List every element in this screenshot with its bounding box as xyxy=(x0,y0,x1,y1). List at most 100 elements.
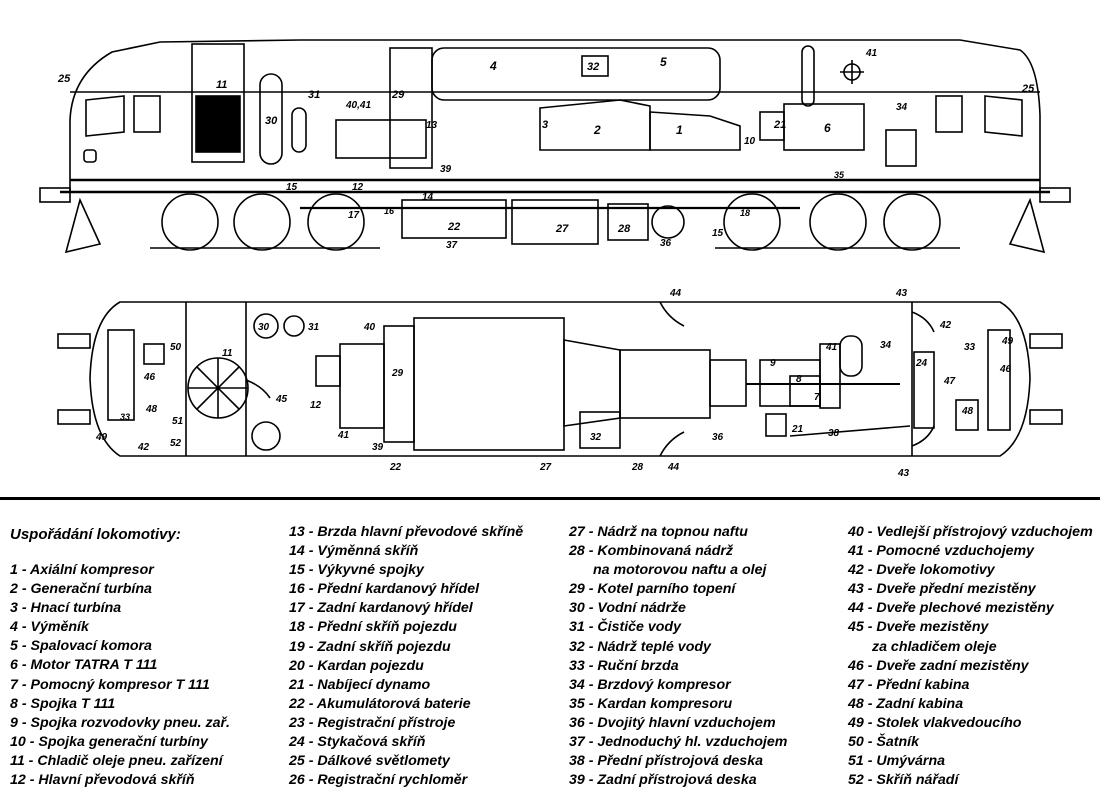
top-label: 34 xyxy=(880,340,892,351)
legend-item: 15 - Výkyvné spojky xyxy=(289,562,424,579)
legend-item: 46 - Dveře zadní mezistěny xyxy=(848,657,1029,674)
top-label: 27 xyxy=(539,462,552,473)
side-label: 34 xyxy=(896,102,908,113)
side-label: 25 xyxy=(1021,83,1035,95)
legend-column-2: 13 - Brzda hlavní převodové skříně 14 - … xyxy=(289,523,523,790)
legend-item: 40 - Vedlejší přístrojový vzduchojem xyxy=(848,524,1093,540)
side-label: 25 xyxy=(57,73,71,85)
side-label: 18 xyxy=(740,208,750,218)
legend-item: 29 - Kotel parního topení xyxy=(569,581,736,598)
legend-item: 43 - Dveře přední mezistěny xyxy=(848,581,1036,598)
legend-item: 44 - Dveře plechové mezistěny xyxy=(848,600,1054,617)
top-label: 12 xyxy=(310,400,322,411)
side-label: 29 xyxy=(391,89,405,101)
legend-item: 27 - Nádrž na topnou naftu xyxy=(569,524,748,540)
legend-item: 25 - Dálkové světlomety xyxy=(289,753,450,770)
top-label: 9 xyxy=(770,358,776,369)
legend-item: 8 - Spojka T 111 xyxy=(10,695,116,712)
top-label: 42 xyxy=(137,442,150,453)
legend-item: 31 - Čističe vody xyxy=(569,619,681,636)
legend-item: 45 - Dveře mezistěny xyxy=(848,619,989,636)
legend-item: 10 - Spojka generační turbíny xyxy=(10,733,208,750)
top-label: 36 xyxy=(712,432,724,443)
side-label: 16 xyxy=(384,206,395,216)
legend-item: 24 - Stykačová skříň xyxy=(289,734,426,751)
top-label: 30 xyxy=(258,322,270,333)
legend-item: 5 - Spalovací komora xyxy=(10,638,152,655)
legend-item: 14 - Výměnná skříň xyxy=(289,543,419,560)
top-body-outline xyxy=(89,301,1031,457)
legend-item: 37 - Jednoduchý hl. vzduchojem xyxy=(569,734,788,751)
legend-column-3: 27 - Nádrž na topnou naftu 28 - Kombinov… xyxy=(569,523,787,790)
top-label: 46 xyxy=(143,372,156,383)
side-label: 4 xyxy=(489,59,497,73)
legend-item: 49 - Stolek vlakvedoucího xyxy=(848,714,1022,731)
top-label: 22 xyxy=(389,462,402,473)
side-label: 36 xyxy=(660,238,672,249)
legend-item: 51 - Umývárna xyxy=(848,753,945,770)
divider xyxy=(0,497,1100,500)
top-label: 33 xyxy=(964,342,976,353)
side-label: 32 xyxy=(587,61,599,73)
legend-item: 23 - Registrační přístroje xyxy=(289,714,456,731)
top-label: 11 xyxy=(222,348,233,359)
legend-item: 32 - Nádrž teplé vody xyxy=(569,638,711,655)
side-label: 12 xyxy=(352,182,364,193)
legend-column-1: 1 - Axiální kompresor 2 - Generační turb… xyxy=(10,561,230,790)
side-label: 2 xyxy=(593,123,601,137)
top-label: 44 xyxy=(669,288,682,299)
top-label: 52 xyxy=(170,438,182,449)
top-label: 51 xyxy=(172,416,184,427)
top-label: 49 xyxy=(95,432,108,443)
top-view xyxy=(57,301,1063,457)
top-label: 48 xyxy=(961,406,974,417)
legend-item: 16 - Přední kardanový hřídel xyxy=(289,581,480,598)
legend-item: 1 - Axiální kompresor xyxy=(10,562,154,578)
top-label: 44 xyxy=(667,462,680,473)
legend-item-continuation: za chladičem oleje xyxy=(872,638,997,655)
legend-item: 22 - Akumulátorová baterie xyxy=(289,695,471,712)
legend-item: 39 - Zadní přístrojová deska xyxy=(569,772,757,789)
top-label: 38 xyxy=(828,428,840,439)
legend-item: 19 - Zadní skříň pojezdu xyxy=(289,638,451,655)
side-view-labels: 25 11 31 30 40,41 29 4 32 5 41 34 25 13 … xyxy=(57,48,1035,251)
side-label: 15 xyxy=(286,182,298,193)
side-label: 6 xyxy=(824,121,831,135)
legend-item: 42 - Dveře lokomotivy xyxy=(848,562,995,579)
side-label: 40,41 xyxy=(345,100,371,111)
side-label: 28 xyxy=(617,223,631,235)
side-label: 31 xyxy=(308,89,320,101)
side-label: 41 xyxy=(865,48,878,59)
top-label: 46 xyxy=(999,364,1012,375)
top-label: 41 xyxy=(825,342,838,353)
legend-item: 7 - Pomocný kompresor T 111 xyxy=(10,676,210,693)
legend-column-4: 40 - Vedlejší přístrojový vzduchojem 41 … xyxy=(848,523,1093,790)
side-label: 11 xyxy=(216,79,227,91)
side-label: 1 xyxy=(676,123,683,137)
top-label: 7 xyxy=(814,392,820,403)
top-label: 29 xyxy=(391,368,404,379)
legend-item: 50 - Šatník xyxy=(848,734,919,751)
side-label: 17 xyxy=(348,210,360,221)
legend-item: 34 - Brzdový kompresor xyxy=(569,676,731,693)
legend-item: 47 - Přední kabina xyxy=(848,676,970,693)
legend-item: 48 - Zadní kabina xyxy=(848,695,964,712)
top-label: 43 xyxy=(895,288,908,299)
legend-item: 9 - Spojka rozvodovky pneu. zař. xyxy=(10,714,230,731)
side-label: 39 xyxy=(440,164,452,175)
legend-item: 38 - Přední přístrojová deska xyxy=(569,753,763,770)
top-label: 24 xyxy=(915,358,928,369)
top-label: 32 xyxy=(590,432,602,443)
legend: Uspořádání lokomotivy: 1 - Axiální kompr… xyxy=(0,503,1100,800)
side-label: 5 xyxy=(660,55,667,69)
legend-title: Uspořádání lokomotivy: xyxy=(10,526,181,543)
legend-item: 35 - Kardan kompresoru xyxy=(569,695,733,712)
side-label: 27 xyxy=(555,223,569,235)
side-label: 3 xyxy=(542,119,548,131)
legend-item: 30 - Vodní nádrže xyxy=(569,600,686,617)
top-label: 28 xyxy=(631,462,644,473)
top-label: 47 xyxy=(943,376,956,387)
side-label: 21 xyxy=(773,119,786,131)
top-view-labels: 44 43 30 31 40 42 50 11 46 33 49 29 12 4… xyxy=(95,288,1014,479)
top-label: 43 xyxy=(897,468,910,479)
